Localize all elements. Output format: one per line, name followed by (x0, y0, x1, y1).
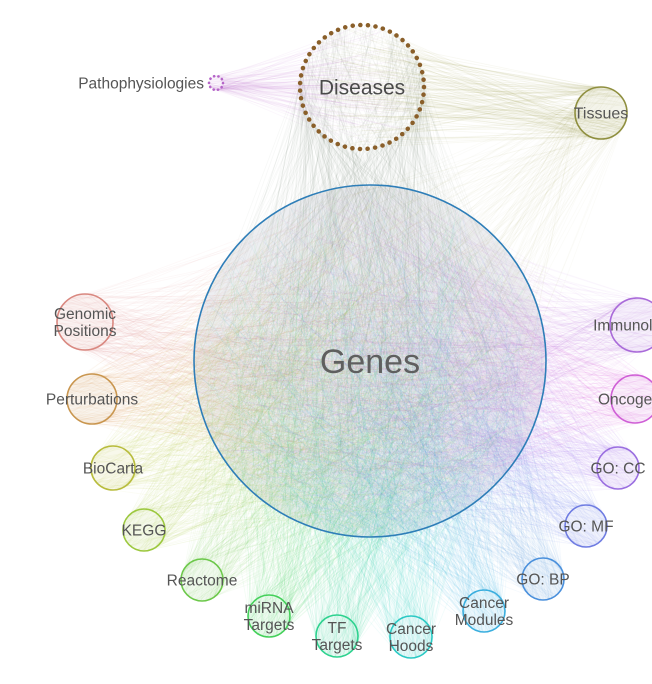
node-label-biocarta: BioCarta (83, 460, 144, 477)
node-label-oncogenic: Oncogenic (598, 391, 652, 408)
node-label-go-cc: GO: CC (590, 460, 645, 477)
node-label-tissues: Tissues (574, 106, 629, 123)
node-label-diseases: Diseases (319, 76, 405, 99)
node-label-immunologic: Immunologic (593, 317, 652, 334)
node-label-pathophysiologies: Pathophysiologies (78, 75, 204, 92)
graph-svg: Genes Diseases PathophysiologiesTissuesGen… (40, 16, 652, 668)
node-label-go-bp: GO: BP (516, 571, 569, 588)
genes-label: Genes (320, 343, 420, 381)
node-label-reactome: Reactome (167, 572, 238, 589)
node-label-go-mf: GO: MF (558, 518, 613, 535)
edge-fans (57, 25, 652, 658)
node-label-perturbations: Perturbations (46, 391, 138, 408)
node-label-kegg: KEGG (122, 522, 167, 539)
